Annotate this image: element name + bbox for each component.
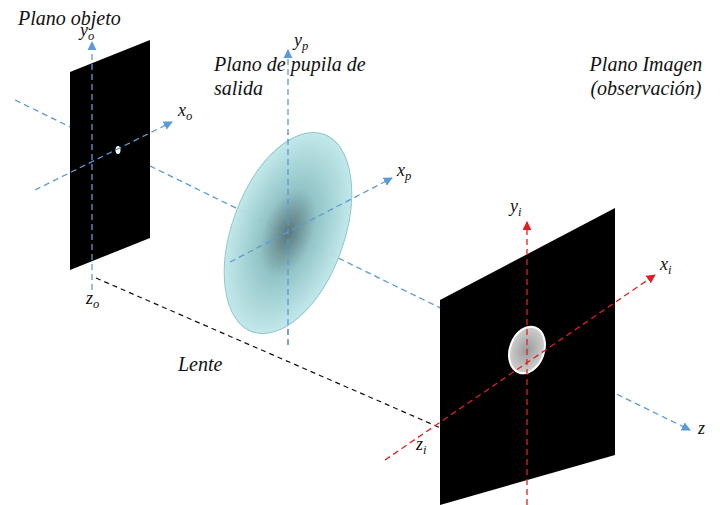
axis-label: xi — [660, 254, 672, 276]
object-plane — [70, 40, 150, 270]
axis-label: xp — [397, 160, 411, 182]
xp-axis — [230, 178, 392, 262]
plane-title: Plano objeto — [18, 6, 121, 30]
yo-axis — [91, 42, 92, 290]
axis-label: zi — [416, 434, 427, 456]
xo-axis — [35, 122, 172, 190]
axis-label: xo — [178, 100, 192, 122]
plane-title: Plano de pupila de salida — [214, 52, 399, 100]
axis-label: yo — [80, 20, 94, 42]
image-plane — [440, 208, 615, 505]
axis-label: yp — [294, 30, 308, 52]
axis-label: zo — [86, 288, 99, 310]
lens-label: Lente — [178, 352, 222, 376]
axis-label: yi — [510, 196, 522, 218]
xi-axis — [385, 275, 655, 460]
plane-title: Plano Imagen (observación) — [578, 52, 714, 100]
lens — [199, 115, 376, 351]
yp-axis-front — [287, 133, 288, 345]
axis-label: z — [698, 418, 705, 440]
